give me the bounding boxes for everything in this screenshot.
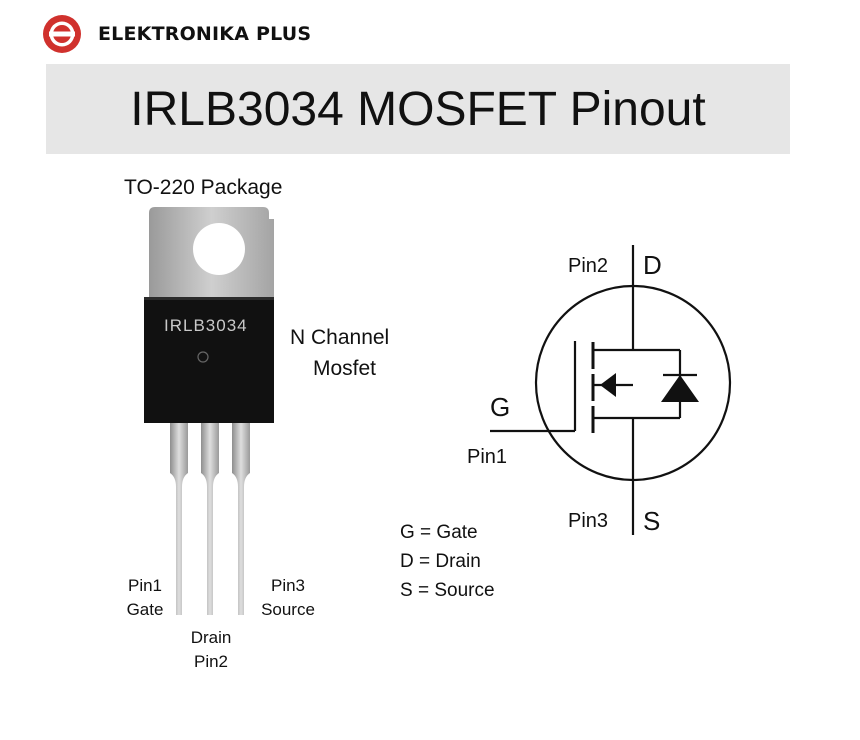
pin1-label-line1: Pin1	[127, 576, 163, 595]
chip-marking: IRLB3034	[164, 316, 248, 335]
brand-name: ELEKTRONIKA PLUS	[98, 23, 312, 45]
package-label: TO-220 Package	[124, 176, 283, 199]
pin1-label: Pin1 Gate	[112, 574, 178, 622]
pin2-label-line2: Pin2	[193, 652, 229, 671]
chip-logo-mark	[197, 351, 209, 363]
legend-source: S = Source	[400, 580, 495, 601]
pin1-label-line2: Gate	[126, 600, 164, 619]
pin3-label-line2: Source	[261, 600, 315, 619]
symbol-gate-pin-label: Pin1	[467, 446, 507, 468]
pin2-label: Drain Pin2	[178, 626, 244, 674]
mosfet-symbol: Pin2 D G Pin1 Pin3 S	[467, 245, 732, 536]
leg-pin2	[201, 423, 219, 615]
symbol-gate-letter: G	[490, 392, 510, 422]
pin2-label-line1: Drain	[190, 628, 232, 647]
brand-header: ELEKTRONIKA PLUS	[42, 14, 311, 54]
leg-pin1	[170, 423, 188, 615]
page-title: IRLB3034 MOSFET Pinout	[130, 82, 706, 136]
channel-arrow	[600, 373, 616, 397]
legend-gate: G = Gate	[400, 522, 478, 543]
legend: G = Gate D = Drain S = Source	[400, 518, 495, 605]
elektronika-plus-logo-icon	[43, 15, 81, 53]
to220-package-drawing: IRLB3034	[144, 207, 274, 615]
channel-label-line2: Mosfet	[313, 357, 377, 380]
symbol-drain-letter: D	[643, 250, 662, 280]
pin3-label-line1: Pin3	[270, 576, 306, 595]
symbol-source-pin-label: Pin3	[568, 510, 608, 532]
mounting-hole	[193, 223, 245, 275]
channel-label-line1: N Channel	[290, 326, 390, 349]
package-body	[144, 297, 274, 423]
leg-pin3	[232, 423, 250, 615]
symbol-drain-pin-label: Pin2	[568, 255, 608, 277]
title-banner: IRLB3034 MOSFET Pinout	[46, 64, 790, 154]
symbol-source-letter: S	[643, 506, 660, 536]
legend-drain: D = Drain	[400, 551, 481, 572]
body-diode	[661, 375, 699, 402]
pin3-label: Pin3 Source	[248, 574, 328, 622]
